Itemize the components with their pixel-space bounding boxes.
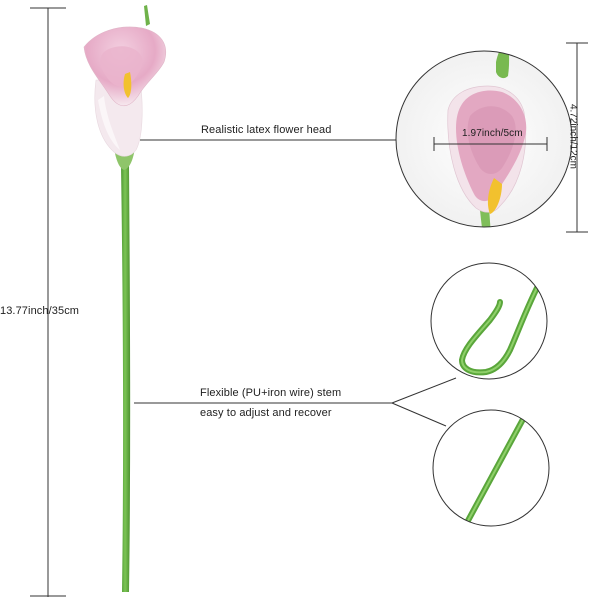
stem-callout-label-line1: Flexible (PU+iron wire) stem — [200, 387, 342, 399]
head-height-dimension-line — [566, 42, 588, 233]
zoom-circle-flower-head — [395, 50, 573, 228]
flower-stem — [121, 165, 131, 592]
height-dimension-line — [30, 7, 66, 597]
stem-callout-label-line2: easy to adjust and recover — [200, 407, 332, 419]
head-height-label: 4.72inch/12cm — [567, 103, 579, 170]
head-width-label: 1.97inch/5cm — [462, 128, 523, 139]
stem-callout-lines — [134, 377, 457, 427]
head-callout-label: Realistic latex flower head — [201, 124, 332, 136]
zoom-circle-bent-stem — [430, 262, 548, 380]
flower-head — [83, 5, 166, 157]
total-height-label: 13.77inch/35cm — [0, 305, 80, 317]
zoom-circle-straight-stem — [432, 409, 550, 527]
